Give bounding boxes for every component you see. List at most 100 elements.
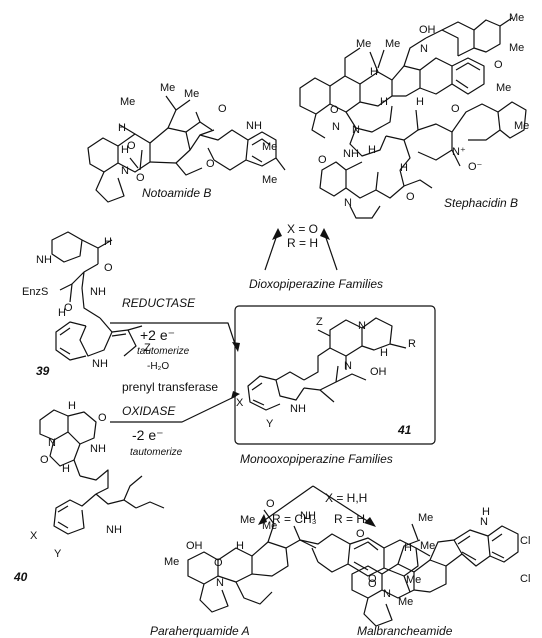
atom-label: Me xyxy=(418,512,434,524)
atom-label: Me xyxy=(398,596,414,608)
oxidase-tautomerize: tautomerize xyxy=(130,447,183,458)
atom-label: Me xyxy=(160,82,176,94)
atom-label: N xyxy=(344,360,352,372)
atom-label: Me xyxy=(240,514,256,526)
atom-label: Me xyxy=(509,42,525,54)
compound-39-structure xyxy=(51,231,143,361)
arrows xyxy=(110,231,373,525)
atom-label: O⁻ xyxy=(468,161,483,173)
bottom-right-condition-r: R = H xyxy=(334,512,366,526)
atom-label: Y xyxy=(54,548,62,560)
atom-label: Y xyxy=(266,418,274,430)
reductase-electrons: +2 e⁻ xyxy=(140,327,176,343)
atom-label: N xyxy=(420,43,428,55)
reductase-label: REDUCTASE xyxy=(122,296,196,310)
atom-label: O xyxy=(40,454,49,466)
atom-label: O xyxy=(451,103,460,115)
atom-label: O xyxy=(494,59,503,71)
oxidase-electrons: -2 e⁻ xyxy=(132,427,164,443)
atom-label: O xyxy=(330,104,339,116)
atom-label: Me xyxy=(496,82,512,94)
dioxopiperazine-families-label: Dioxopiperazine Families xyxy=(249,277,384,291)
atom-label: Me xyxy=(184,88,200,100)
atom-label: O xyxy=(406,191,415,203)
compound-41-structure xyxy=(247,317,407,411)
atom-label: Me xyxy=(164,556,180,568)
atom-label: H xyxy=(104,236,112,248)
paraherquamide-a-structure xyxy=(187,509,431,613)
reductase-tautomerize: tautomerize xyxy=(137,346,190,357)
bottom-condition-x: X = H,H xyxy=(325,491,368,505)
atom-label: H xyxy=(62,463,70,475)
atom-label: Me xyxy=(509,12,525,24)
atom-label: Cl xyxy=(520,573,531,585)
atom-label: NH xyxy=(246,120,262,132)
atom-label: O xyxy=(104,262,113,274)
atom-label: O xyxy=(64,302,73,314)
atom-label: H xyxy=(404,542,412,554)
paraherquamide-a-label: Paraherquamide A xyxy=(150,624,250,638)
atom-label: N xyxy=(216,577,224,589)
atom-label: O xyxy=(368,573,377,585)
atom-label: Me xyxy=(420,540,436,552)
malbrancheamide-label: Malbrancheamide xyxy=(357,624,453,638)
atom-label: O xyxy=(266,498,275,510)
atom-label: N xyxy=(352,124,360,136)
notoamide-b-label: Notoamide B xyxy=(142,186,212,200)
notoamide-b-structure xyxy=(87,95,286,203)
atom-label: Z xyxy=(144,342,151,354)
atom-label: R xyxy=(408,338,416,350)
atom-label: O xyxy=(356,528,365,540)
atom-label: Me xyxy=(406,574,422,586)
atom-label: N⁺ xyxy=(452,146,466,158)
reductase-water: -H₂O xyxy=(147,361,170,372)
atom-label: OH xyxy=(370,366,387,378)
compound-41-box xyxy=(234,305,436,445)
atom-label: NH xyxy=(290,403,306,415)
atom-label: H xyxy=(380,96,388,108)
atom-label: O xyxy=(214,557,223,569)
atom-label: Me xyxy=(356,38,372,50)
atom-label: H xyxy=(368,144,376,156)
atom-label: Z xyxy=(316,316,323,328)
atom-label: H xyxy=(121,144,129,156)
atom-label: Me xyxy=(385,38,401,50)
atom-label: O xyxy=(206,158,215,170)
atom-label: H xyxy=(416,96,424,108)
arrowheads xyxy=(231,228,376,527)
compound-39-number: 39 xyxy=(36,364,50,378)
atom-label: EnzS xyxy=(22,286,49,298)
atom-label: Me xyxy=(120,96,136,108)
atom-label: O xyxy=(218,103,227,115)
oxidase-label: OXIDASE xyxy=(122,404,176,418)
atom-label: Cl xyxy=(520,535,531,547)
atom-label: O xyxy=(368,578,377,590)
atom-label: N xyxy=(480,516,488,528)
atom-label: Me xyxy=(262,520,278,532)
atom-label: X xyxy=(30,530,38,542)
atom-label: O xyxy=(127,140,136,152)
stephacidin-b-label: Stephacidin B xyxy=(444,196,519,210)
atom-label: H xyxy=(68,400,76,412)
atom-label: NH xyxy=(106,524,122,536)
atom-label: NH xyxy=(90,286,106,298)
atom-label: H xyxy=(236,540,244,552)
atom-label: NH xyxy=(92,358,108,370)
top-condition-r: R = H xyxy=(287,236,319,250)
malbrancheamide-structure xyxy=(351,523,519,627)
atom-label: N xyxy=(48,437,56,449)
stephacidin-b-structure xyxy=(299,17,527,219)
compound-41-number: 41 xyxy=(398,423,412,437)
atom-label: N xyxy=(358,320,366,332)
atom-label: NH xyxy=(90,443,106,455)
atom-label: NH xyxy=(343,148,359,160)
atom-label: H xyxy=(380,347,388,359)
top-condition-x: X = O xyxy=(287,222,319,236)
atom-label: OH xyxy=(186,540,203,552)
atom-label: OH xyxy=(419,24,436,36)
atom-label: N xyxy=(332,121,340,133)
atom-label: Me xyxy=(514,120,530,132)
compound-40-structure xyxy=(39,409,165,535)
compound-40-number: 40 xyxy=(14,570,28,584)
